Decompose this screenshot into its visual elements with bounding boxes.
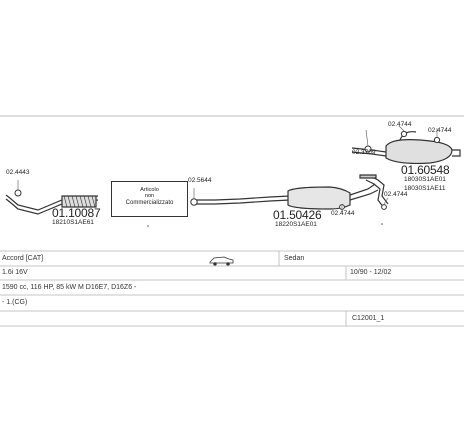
part-label-02-4744-d: 02.4744 (384, 191, 408, 198)
not-commercialized-box: Articolo non Commercializzato (111, 181, 188, 217)
part-label-02-5644: 02.5644 (188, 177, 212, 184)
vehicle-years: 10/90 - 12/02 (350, 269, 392, 276)
oem-code-18030s1ae11: 18030S1AE11 (404, 185, 446, 192)
part-code-01-50426: 01.50426 (273, 208, 322, 222)
center-gasket (190, 198, 198, 206)
vehicle-body: Sedan (284, 255, 305, 262)
rear-pipe (351, 131, 461, 209)
part-label-02-4744-c: 02.4744 (428, 127, 452, 134)
vehicle-engine: 1.6i 16V (2, 269, 28, 276)
part-code-01-10087: 01.10087 (52, 206, 101, 220)
center-pipe (194, 183, 379, 210)
front-gasket (14, 189, 22, 197)
part-code-01-60548: 01.60548 (401, 163, 450, 177)
note-line-2: non (144, 193, 155, 200)
part-label-02-3709: 02.3709 (352, 149, 376, 156)
front-pipe (5, 194, 99, 215)
note-line-3: Commercializzato (125, 199, 174, 206)
vehicle-row4: - 1.(CG) (2, 299, 28, 306)
oem-code-18220s1ae01: 18220S1AE01 (275, 221, 317, 228)
rear-gasket-4 (381, 204, 387, 210)
vehicle-spec: 1590 cc, 116 HP, 85 kW M D16E7, D16Z6 - (2, 284, 137, 291)
part-label-02-4744-b: 02.4744 (388, 121, 412, 128)
rear-gasket-2 (400, 130, 408, 138)
part-label-02-4443: 02.4443 (6, 169, 30, 176)
oem-code-18210s1ae61: 18210S1AE61 (52, 219, 94, 226)
diagram-reference: C12001_1 (352, 315, 385, 322)
car-icon (209, 256, 234, 266)
note-line-1: Articolo (140, 187, 159, 193)
oem-code-18030s1ae01: 18030S1AE01 (404, 176, 446, 183)
part-label-02-4744-a: 02.4744 (331, 210, 355, 217)
rear-gasket-3 (433, 136, 441, 144)
vehicle-model: Accord [CAT] (2, 255, 44, 262)
